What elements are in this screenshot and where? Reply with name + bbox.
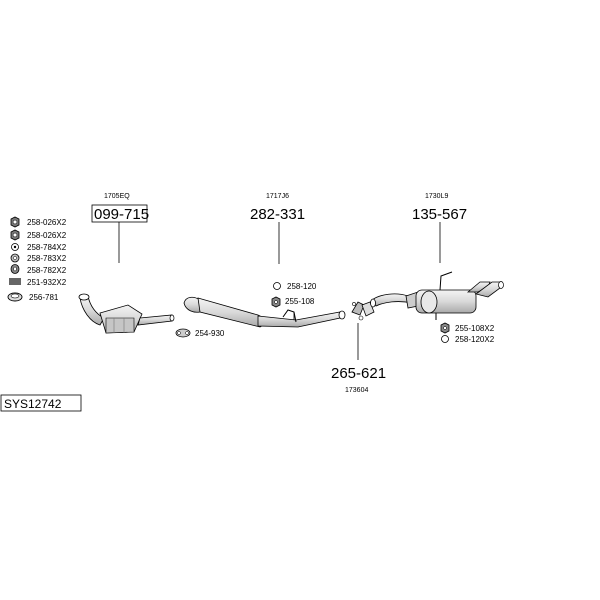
ring-gasket-icon bbox=[7, 292, 23, 302]
part-label-251-932: 251-932X2 bbox=[27, 278, 67, 287]
spring-washer-icon bbox=[10, 253, 20, 263]
spring-washer-icon bbox=[10, 264, 20, 274]
part-label-258-784: 258-784X2 bbox=[27, 243, 67, 252]
clamp-ring-icon bbox=[273, 282, 281, 290]
middle-silencer-pipe bbox=[183, 296, 346, 328]
part-label-258-783: 258-783X2 bbox=[27, 254, 67, 263]
ref-label-1717j6: 1717J6 bbox=[266, 193, 289, 200]
ref-label-1705eq: 1705EQ bbox=[104, 193, 130, 200]
part-number-282-331[interactable]: 282-331 bbox=[250, 206, 305, 223]
part-label-254-930: 254-930 bbox=[195, 329, 225, 338]
hex-nut-icon bbox=[271, 296, 281, 308]
ref-label-173604: 173604 bbox=[345, 387, 368, 394]
part-label-255-108x2: 255-108X2 bbox=[455, 324, 495, 333]
clamp-ring-icon bbox=[441, 335, 449, 343]
part-label-258-120x2: 258-120X2 bbox=[455, 335, 495, 344]
hex-nut-icon bbox=[440, 322, 450, 334]
system-code: SYS12742 bbox=[4, 397, 62, 411]
part-label-256-781: 256-781 bbox=[29, 293, 59, 302]
part-label-258-782: 258-782X2 bbox=[27, 266, 67, 275]
ref-label-1730l9: 1730L9 bbox=[425, 193, 448, 200]
part-number-099-715[interactable]: 099-715 bbox=[94, 206, 149, 223]
rear-silencer bbox=[370, 271, 504, 320]
part-label-258-026-a: 258-026X2 bbox=[27, 218, 67, 227]
system-code-box bbox=[0, 394, 82, 412]
part-label-258-026-b: 258-026X2 bbox=[27, 231, 67, 240]
part-number-box bbox=[91, 204, 148, 223]
part-number-135-567[interactable]: 135-567 bbox=[412, 206, 467, 223]
part-number-265-621[interactable]: 265-621 bbox=[331, 365, 386, 382]
spring-icon bbox=[9, 278, 21, 285]
washer-icon bbox=[11, 243, 19, 251]
part-label-258-120: 258-120 bbox=[287, 282, 317, 291]
part-label-255-108: 255-108 bbox=[285, 297, 315, 306]
catalytic-converter-pipe bbox=[78, 293, 175, 334]
hex-nut-icon bbox=[10, 216, 20, 228]
hex-nut-icon bbox=[10, 229, 20, 241]
gasket-254-930 bbox=[175, 328, 191, 338]
